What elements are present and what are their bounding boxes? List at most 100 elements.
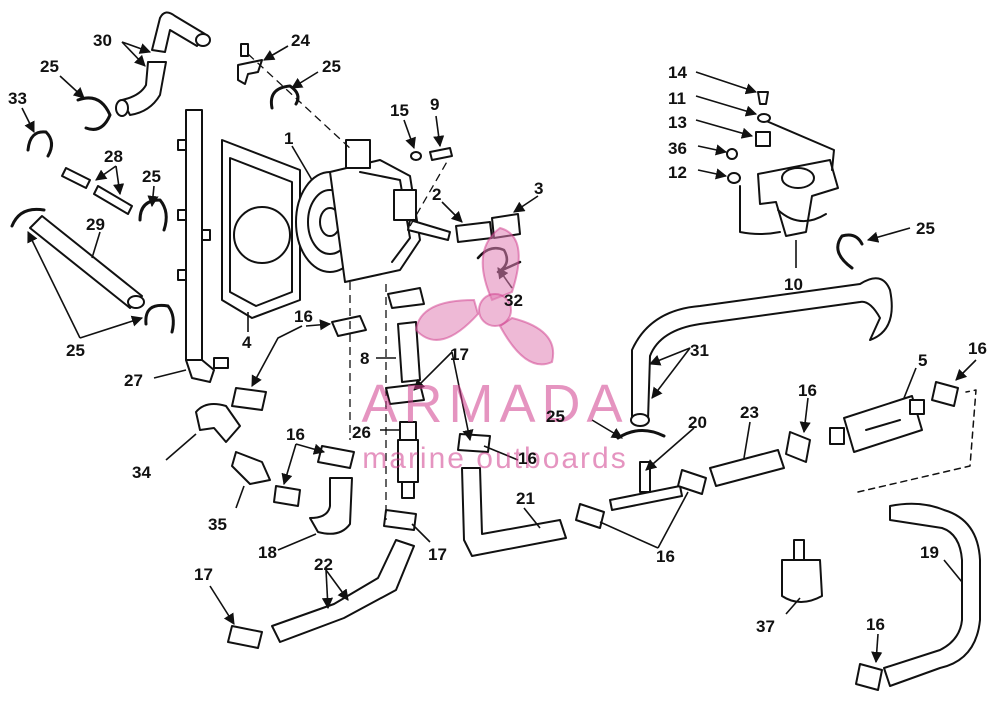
hose-21 xyxy=(461,467,567,557)
label-29: 29 xyxy=(86,215,105,234)
hose-elbow-30 xyxy=(115,11,211,117)
clamp-17-c xyxy=(227,625,263,649)
inline-filter-26 xyxy=(397,421,419,499)
hose-28 xyxy=(61,167,133,215)
terminal-11 xyxy=(757,113,771,123)
label-31: 31 xyxy=(690,341,709,360)
label-25: 25 xyxy=(916,219,935,238)
label-12: 12 xyxy=(668,163,687,182)
watermark-brand: ARMADA xyxy=(361,374,628,434)
label-30: 30 xyxy=(93,31,112,50)
clamp-16-j xyxy=(931,381,959,407)
label-34: 34 xyxy=(132,463,151,482)
label-32: 32 xyxy=(504,291,523,310)
valve-35 xyxy=(231,451,271,485)
hose-31 xyxy=(631,277,893,421)
label-22: 22 xyxy=(314,555,333,574)
label-16: 16 xyxy=(866,615,885,634)
label-36: 36 xyxy=(668,139,687,158)
clip-33 xyxy=(26,130,53,158)
screw-9 xyxy=(429,147,453,161)
gasket-4 xyxy=(221,139,301,319)
clamp-16-h xyxy=(677,469,707,495)
label-13: 13 xyxy=(668,113,687,132)
label-17: 17 xyxy=(450,345,469,364)
label-3: 3 xyxy=(534,179,543,198)
label-16: 16 xyxy=(798,381,817,400)
propeller-logo-icon xyxy=(414,226,555,366)
clamp-16-i xyxy=(785,431,811,463)
insulator-13 xyxy=(755,131,771,147)
label-24: 24 xyxy=(291,31,310,50)
fitting-24 xyxy=(237,43,263,85)
label-20: 20 xyxy=(688,413,707,432)
clamp-16-e xyxy=(317,445,355,469)
label-25: 25 xyxy=(142,167,161,186)
hose-23 xyxy=(709,449,785,487)
tee-20 xyxy=(609,461,683,511)
bracket-37 xyxy=(781,559,823,603)
clamp-16-b xyxy=(387,287,425,309)
label-16: 16 xyxy=(286,425,305,444)
electric-pump-10 xyxy=(739,119,839,237)
fuel-pump-1 xyxy=(295,139,451,283)
elbow-34 xyxy=(195,403,241,443)
clamp-16-k xyxy=(855,663,883,691)
label-25: 25 xyxy=(40,57,59,76)
label-21: 21 xyxy=(516,489,535,508)
hose-22 xyxy=(271,539,415,643)
label-37: 37 xyxy=(756,617,775,636)
label-25: 25 xyxy=(546,407,565,426)
clip-25-c xyxy=(138,198,168,232)
label-14: 14 xyxy=(668,63,687,82)
label-17: 17 xyxy=(428,545,447,564)
label-19: 19 xyxy=(920,543,939,562)
alignment-lines xyxy=(247,53,449,520)
clip-25-d2 xyxy=(144,303,175,334)
clip-25-a xyxy=(76,96,112,131)
clamp-16-g xyxy=(575,503,605,529)
tube-27 xyxy=(177,109,229,383)
screw-14 xyxy=(757,91,769,105)
label-2: 2 xyxy=(432,185,441,204)
label-8: 8 xyxy=(360,349,369,368)
label-16: 16 xyxy=(518,449,537,468)
part-labels: 30 24 25 25 33 28 25 29 25 1 15 9 2 3 32… xyxy=(8,31,987,636)
clip-25-f xyxy=(836,233,864,270)
hose-18 xyxy=(309,477,353,535)
clamp-16-a xyxy=(331,315,367,337)
watermark-tagline: marine outboards xyxy=(362,442,627,475)
label-35: 35 xyxy=(208,515,227,534)
label-23: 23 xyxy=(740,403,759,422)
label-28: 28 xyxy=(104,147,123,166)
clamp-16-d xyxy=(273,485,301,507)
label-25: 25 xyxy=(322,57,341,76)
clip-25-d1 xyxy=(10,207,46,228)
label-18: 18 xyxy=(258,543,277,562)
fuel-filter-5 xyxy=(829,395,925,453)
washer-15 xyxy=(410,151,422,161)
clamp-17-b xyxy=(383,509,417,531)
dashed-connector xyxy=(857,389,977,493)
label-1: 1 xyxy=(284,129,293,148)
label-9: 9 xyxy=(430,95,439,114)
label-5: 5 xyxy=(918,351,927,370)
terminal-12 xyxy=(727,172,741,184)
label-15: 15 xyxy=(390,101,409,120)
label-16: 16 xyxy=(968,339,987,358)
label-4: 4 xyxy=(242,333,252,352)
clip-25-b xyxy=(269,84,300,110)
leader-lines xyxy=(21,41,977,664)
label-16: 16 xyxy=(656,547,675,566)
label-25: 25 xyxy=(66,341,85,360)
armada-watermark: ARMADA marine outboards xyxy=(361,226,628,475)
hose-19 xyxy=(883,502,981,687)
label-11: 11 xyxy=(668,89,686,108)
nut-36 xyxy=(726,148,738,160)
label-33: 33 xyxy=(8,89,27,108)
label-26: 26 xyxy=(352,423,371,442)
label-10: 10 xyxy=(784,275,803,294)
clamp-16-c xyxy=(231,387,267,411)
